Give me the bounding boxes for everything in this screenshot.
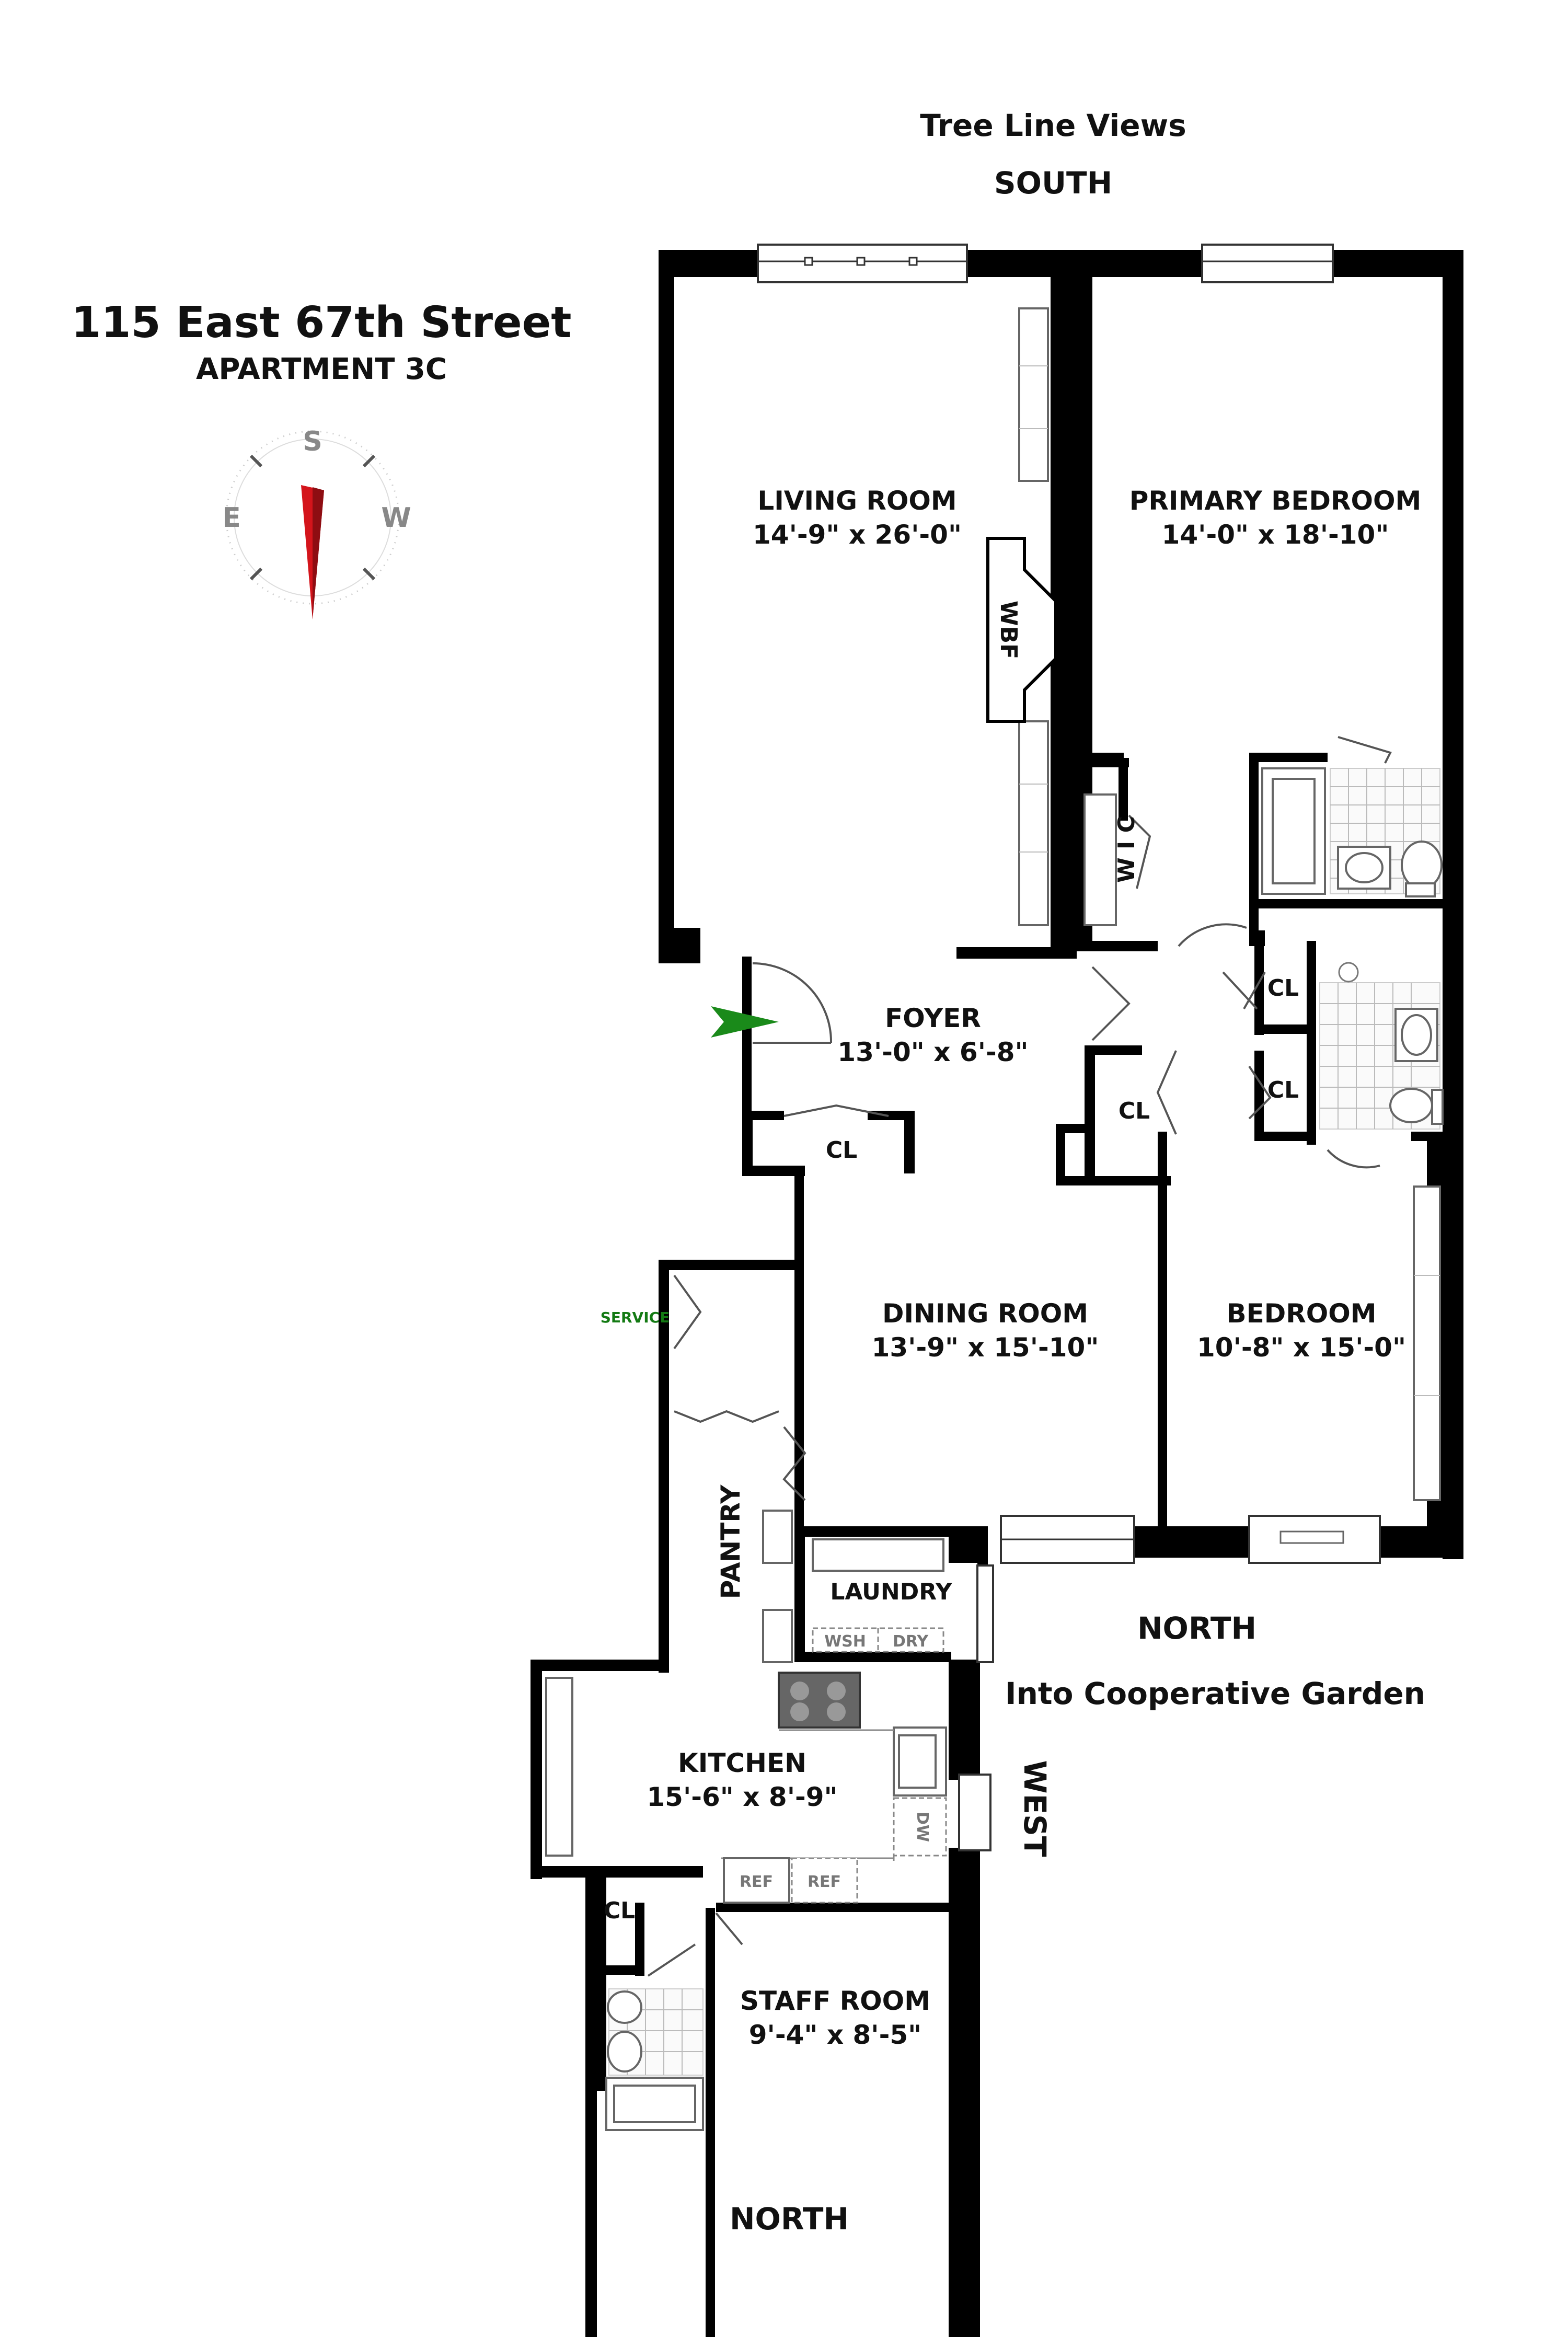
south-direction-label: SOUTH bbox=[994, 165, 1112, 201]
room-dimensions: 13'-0" x 6'-8" bbox=[837, 1037, 1028, 1067]
room-kitchen: KITCHEN 15'-6" x 8'-9" bbox=[647, 1748, 837, 1812]
service-entrance-label: SERVICE bbox=[601, 1309, 670, 1326]
apartment-number: APARTMENT 3C bbox=[196, 352, 447, 386]
compass-south-label: S bbox=[303, 426, 322, 457]
fireplace: WBF bbox=[986, 537, 1057, 723]
pantry-label: PANTRY bbox=[716, 1484, 746, 1599]
room-dining-room: DINING ROOM 13'-9" x 15'-10" bbox=[872, 1298, 1099, 1363]
walk-in-closet-label: W I C bbox=[1113, 816, 1140, 883]
dryer-label: DRY bbox=[893, 1632, 929, 1651]
room-name: DINING ROOM bbox=[882, 1298, 1088, 1329]
refrigerator-2-label: REF bbox=[808, 1873, 841, 1891]
fixtures: WSH DRY DW REF REF bbox=[605, 767, 1444, 2131]
room-name: FOYER bbox=[885, 1003, 981, 1033]
room-dimensions: 13'-9" x 15'-10" bbox=[872, 1332, 1099, 1363]
windows bbox=[757, 244, 1381, 1851]
compass-east-label: E bbox=[222, 502, 241, 534]
doors bbox=[647, 736, 1392, 1977]
compass-west-label: W bbox=[381, 502, 411, 534]
room-name: LIVING ROOM bbox=[757, 486, 956, 516]
closet-label-staff: CL bbox=[604, 1897, 635, 1924]
room-foyer: FOYER 13'-0" x 6'-8" bbox=[837, 1003, 1028, 1067]
room-name: STAFF ROOM bbox=[740, 1986, 930, 2016]
west-direction-label: WEST bbox=[1017, 1760, 1053, 1857]
room-primary-bedroom: PRIMARY BEDROOM 14'-0" x 18'-10" bbox=[1129, 486, 1422, 550]
room-name: KITCHEN bbox=[678, 1748, 806, 1778]
building-address: 115 East 67th Street bbox=[72, 298, 572, 348]
room-living-room: LIVING ROOM 14'-9" x 26'-0" bbox=[753, 486, 962, 550]
closet-label-foyer: CL bbox=[826, 1137, 857, 1164]
room-dimensions: 14'-0" x 18'-10" bbox=[1162, 520, 1389, 550]
closet-label-hall-3: CL bbox=[1119, 1098, 1150, 1124]
compass-icon: S E W bbox=[222, 426, 411, 619]
south-view-label: Tree Line Views bbox=[920, 108, 1186, 143]
dishwasher-label: DW bbox=[913, 1812, 931, 1842]
laundry-label: LAUNDRY bbox=[830, 1579, 952, 1605]
entry-arrow-icon bbox=[711, 1006, 779, 1038]
refrigerator-label: REF bbox=[740, 1873, 773, 1891]
north-direction-label: NORTH bbox=[1137, 1610, 1256, 1646]
room-bedroom: BEDROOM 10'-8" x 15'-0" bbox=[1197, 1298, 1406, 1363]
garden-view-label: Into Cooperative Garden bbox=[1005, 1676, 1425, 1711]
room-dimensions: 15'-6" x 8'-9" bbox=[647, 1782, 837, 1812]
room-dimensions: 9'-4" x 8'-5" bbox=[749, 2020, 921, 2050]
room-name: BEDROOM bbox=[1226, 1298, 1376, 1329]
closet-label-hall-1: CL bbox=[1267, 975, 1299, 1001]
closet-label-hall-2: CL bbox=[1267, 1077, 1299, 1103]
washer-label: WSH bbox=[824, 1632, 866, 1651]
fireplace-label: WBF bbox=[995, 601, 1022, 659]
bottom-north-direction-label: NORTH bbox=[730, 2201, 849, 2237]
room-dimensions: 10'-8" x 15'-0" bbox=[1197, 1332, 1406, 1363]
room-name: PRIMARY BEDROOM bbox=[1129, 486, 1422, 516]
living-room-built-ins bbox=[545, 307, 1441, 1857]
room-staff-room: STAFF ROOM 9'-4" x 8'-5" bbox=[740, 1986, 930, 2050]
room-dimensions: 14'-9" x 26'-0" bbox=[753, 520, 962, 550]
